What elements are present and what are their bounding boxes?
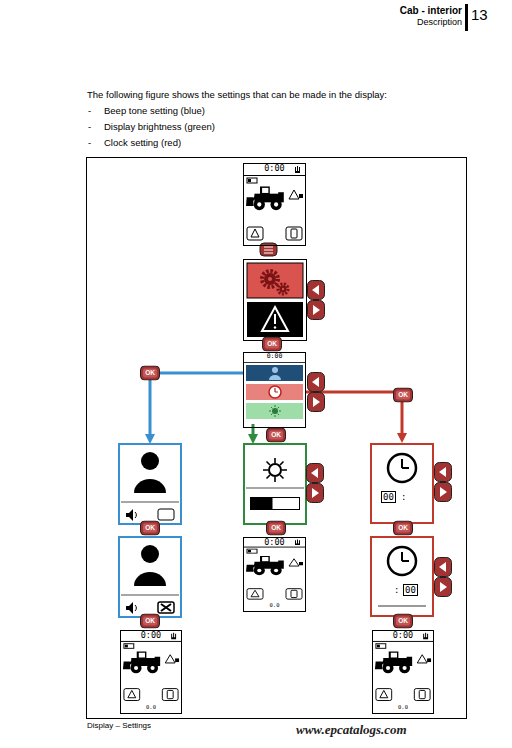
home-screen: 0:00 0.0 (120, 630, 182, 714)
clock-icon (388, 454, 416, 482)
watermark: www.epcatalogs.com (296, 722, 486, 738)
clock-readout: 0:00 (373, 631, 433, 641)
beep-flow-arrow (150, 373, 243, 436)
clock-readout: 0:00 (121, 631, 181, 641)
ok-button (141, 614, 160, 628)
ok-button (267, 521, 286, 535)
ok-button-label: OK (262, 340, 282, 348)
settings-menu-screen: 0:00 (243, 352, 306, 428)
arrow-buttons (307, 464, 324, 503)
ok-button-label: OK (140, 524, 160, 532)
ok-button (141, 366, 160, 380)
main-menu-screen (244, 260, 307, 341)
bullet-text: Clock setting (red) (104, 137, 404, 148)
flow-arrow (306, 392, 402, 435)
ok-button-label: OK (140, 617, 160, 625)
clock-readout: 0:00 (244, 353, 305, 360)
page-number: 13 (471, 6, 501, 24)
time-separator: : (401, 492, 406, 502)
section-title: Cab - interior (330, 5, 462, 17)
clock-minute-screen: :00 (370, 536, 434, 617)
ok-button (141, 521, 160, 535)
ok-button (263, 337, 282, 351)
ok-button-label: OK (393, 524, 413, 532)
figure-frame (87, 158, 467, 719)
hour-field: 00 (381, 491, 396, 503)
arrow-buttons (308, 373, 325, 412)
header-bar (465, 4, 468, 31)
section-subtitle: Description (330, 17, 462, 28)
ok-button-label: OK (266, 524, 286, 532)
ok-button-label: OK (140, 369, 160, 377)
arrow-buttons (308, 281, 325, 320)
bullet: - (88, 121, 91, 132)
bullet-text: Display brightness (green) (104, 121, 404, 132)
home-screen: 0:00 0.0 (372, 630, 434, 714)
intro-text: The following figure shows the settings … (87, 89, 487, 100)
clock-readout: 0:00 (244, 538, 305, 548)
home-screen-graphic (372, 633, 434, 701)
bullet: - (88, 137, 91, 148)
bullet: - (88, 105, 91, 116)
beep-tone-screen (119, 537, 181, 617)
arrow-buttons (435, 558, 452, 597)
time-separator: : (394, 585, 399, 595)
speed-readout: 0.0 (244, 602, 305, 608)
ok-button-label: OK (266, 431, 286, 439)
brightness-flow-arrow (252, 424, 255, 436)
speed-readout: 0.0 (373, 704, 433, 710)
home-screen-graphic (243, 166, 306, 240)
menu-button (260, 243, 277, 256)
brightness-screen (244, 444, 306, 524)
ok-button (267, 428, 286, 442)
ok-button-label: OK (393, 617, 413, 625)
settings-menu-rows (244, 363, 305, 420)
clock-icon (378, 547, 426, 606)
ok-button-label: OK (393, 391, 413, 399)
ok-button (394, 388, 413, 402)
clock-readout: 0:00 (244, 164, 305, 174)
minute-field: 00 (403, 584, 418, 596)
home-screen: 0:00 (243, 163, 306, 246)
clock-hour-screen: 00: (370, 443, 434, 524)
figure-caption: Display – Settings (87, 721, 151, 731)
home-screen: 0:00 0.0 (243, 537, 306, 612)
speed-readout: 0.0 (121, 704, 181, 710)
home-screen-graphic (120, 633, 182, 701)
home-screen-graphic (243, 539, 306, 599)
beep-tone-screen (119, 444, 181, 524)
bullet-text: Beep tone setting (blue) (104, 105, 404, 116)
arrow-buttons (435, 463, 452, 502)
